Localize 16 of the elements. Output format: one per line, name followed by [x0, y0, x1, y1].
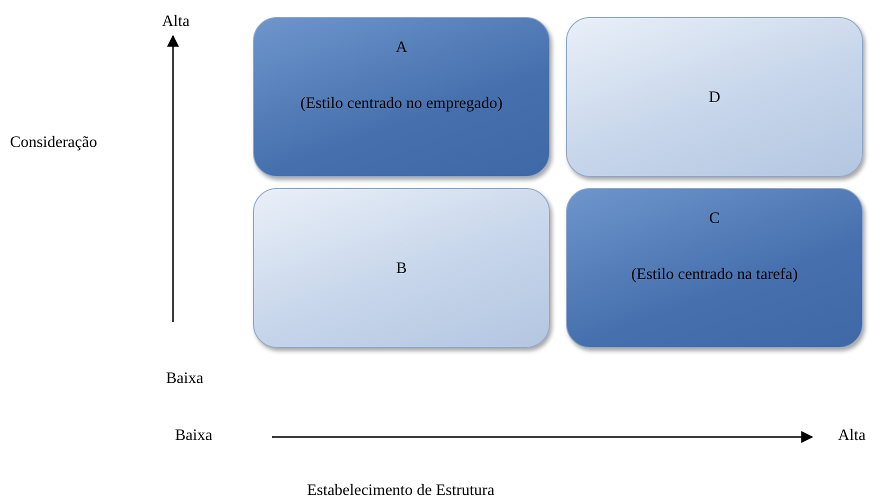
quadrant-letter: D [708, 88, 722, 108]
axis-label: Alta [838, 427, 866, 445]
quadrant-box [253, 17, 550, 177]
quadrant-letter: B [395, 259, 408, 279]
axis-label: Alta [162, 13, 190, 31]
quadrant-description: (Estilo centrado na tarefa) [630, 265, 799, 285]
axis-label: Baixa [166, 370, 204, 388]
quadrant-letter: A [394, 38, 408, 58]
axis-title: Consideração [10, 134, 98, 152]
quadrant-letter: C [708, 209, 721, 229]
axis-title: Estabelecimento de Estrutura [307, 482, 494, 500]
quadrant-description: (Estilo centrado no empregado) [299, 94, 504, 114]
quadrant-box [566, 188, 863, 348]
quadrant-box [566, 17, 863, 177]
axis-label: Baixa [175, 427, 212, 445]
quadrant-box [253, 188, 550, 348]
